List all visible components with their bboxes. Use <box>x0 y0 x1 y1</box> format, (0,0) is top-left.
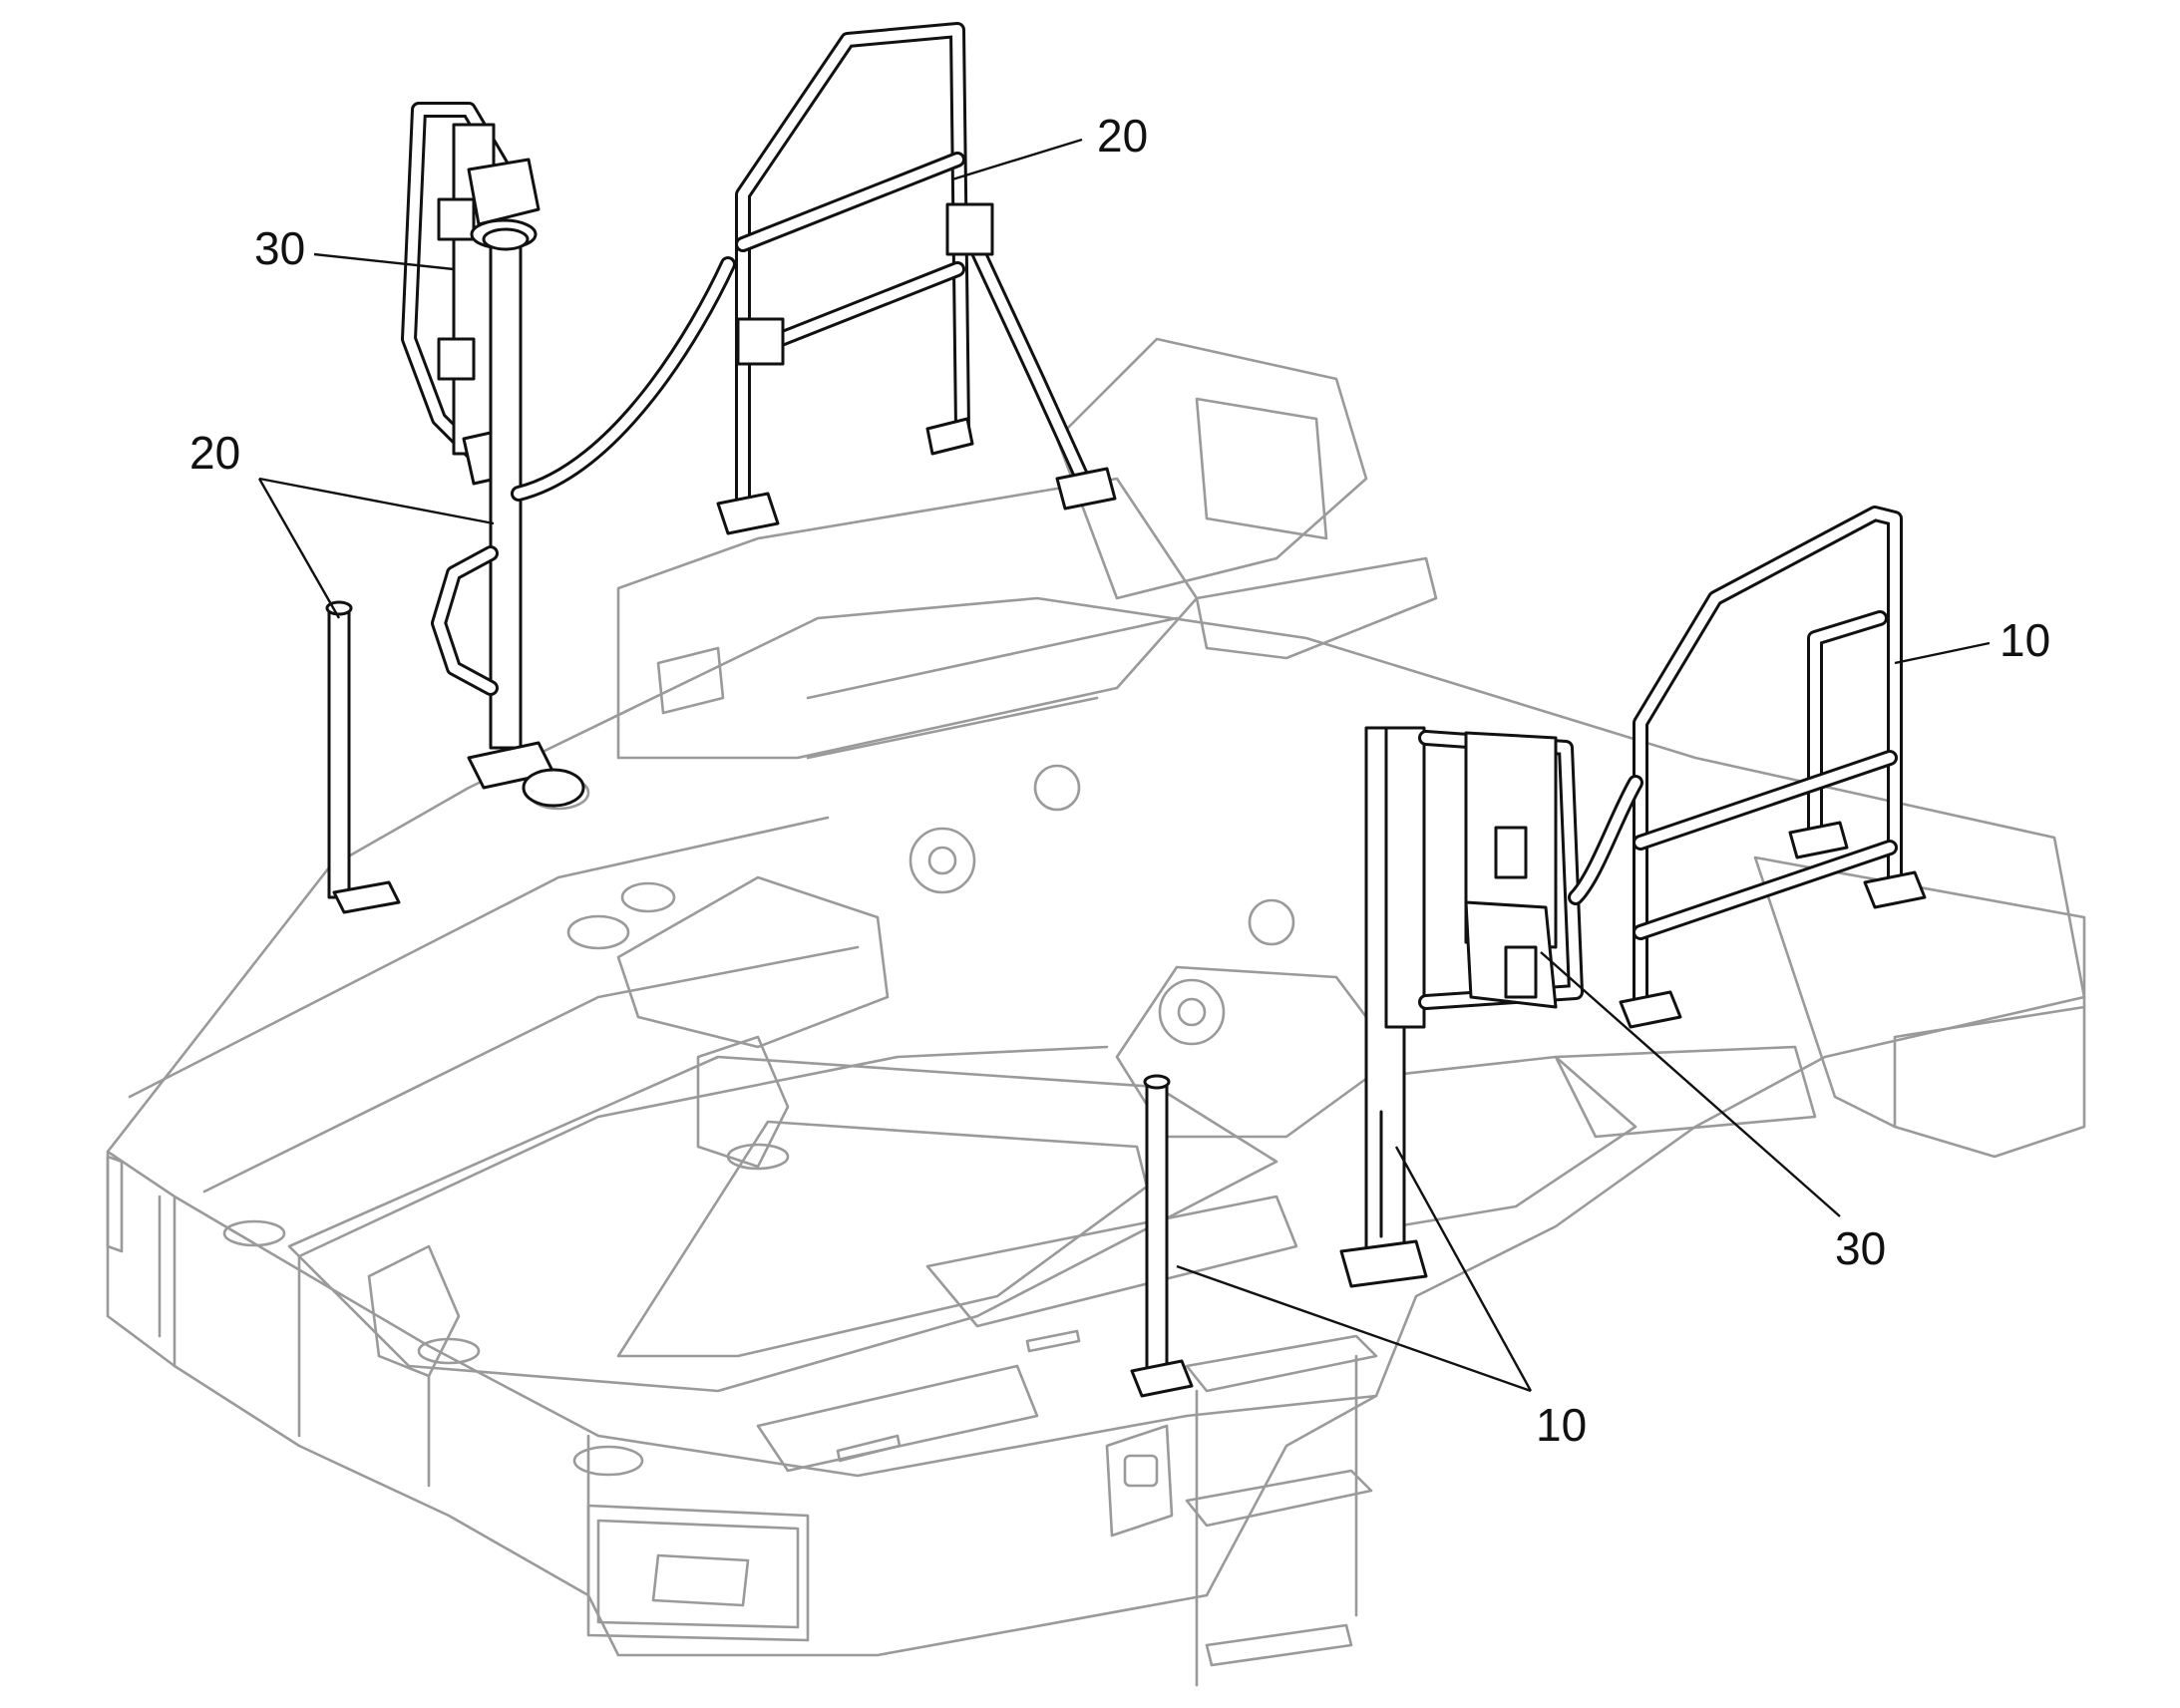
callout-10-bottom: 10 <box>1536 1399 1587 1451</box>
callout-20-top: 20 <box>1097 110 1148 162</box>
callout-10-right: 10 <box>1999 614 2050 666</box>
callout-30-right: 30 <box>1835 1222 1886 1274</box>
access-steps <box>1185 1334 1378 1687</box>
leader-lines <box>257 138 1991 1393</box>
machine-frame <box>106 337 2086 1657</box>
callout-labels: 30 20 20 10 30 10 <box>189 110 2050 1451</box>
top-handrail <box>716 22 1117 535</box>
right-mirror-assembly <box>1339 726 1643 1288</box>
right-handrail <box>1619 506 1927 1029</box>
front-short-post <box>1130 1074 1194 1398</box>
callout-30-left: 30 <box>254 222 305 274</box>
callout-20-left: 20 <box>189 427 240 479</box>
handrail-cable <box>511 256 736 502</box>
left-short-post <box>325 600 401 914</box>
